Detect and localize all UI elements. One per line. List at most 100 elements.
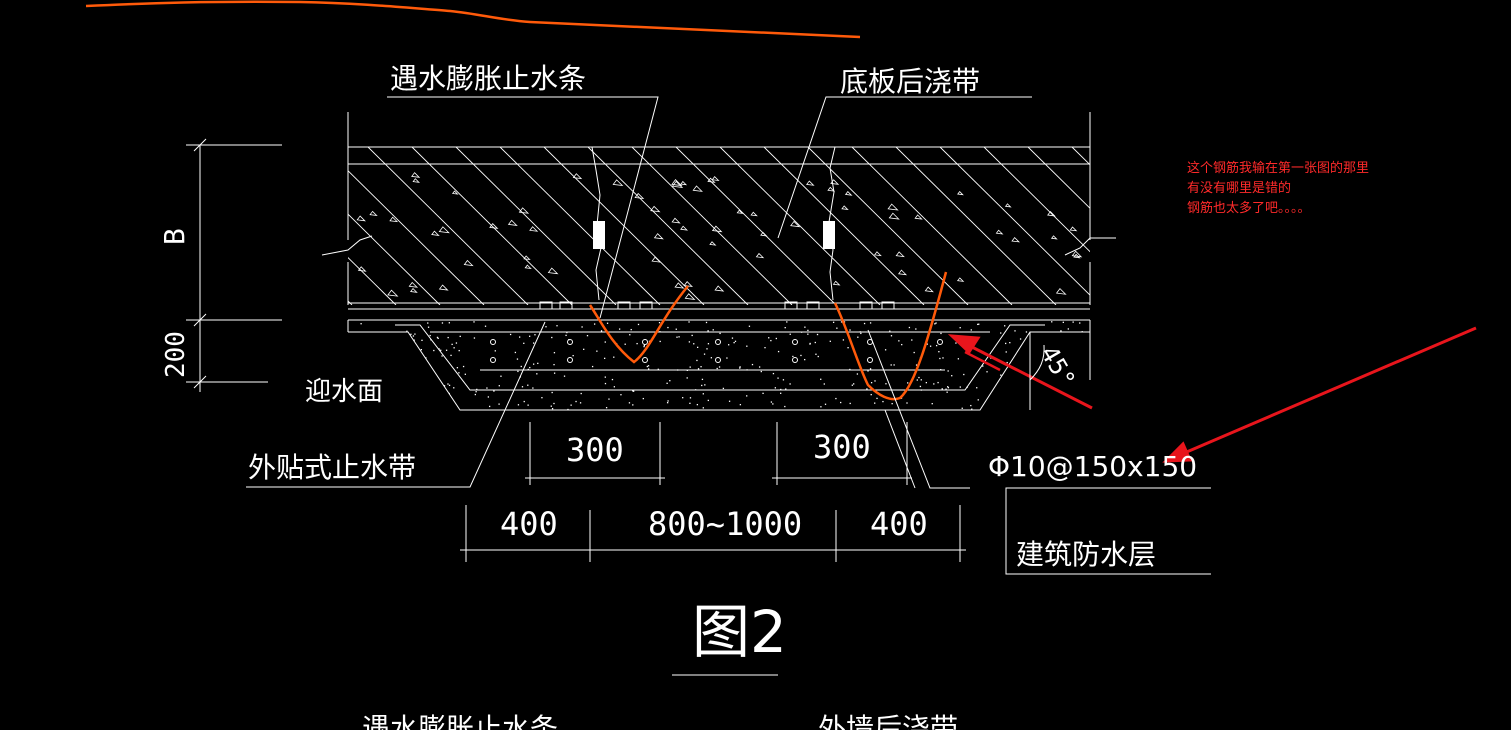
- speckle: [611, 378, 614, 381]
- speckle: [537, 362, 539, 365]
- speckle: [1067, 346, 1069, 348]
- speckle: [476, 388, 478, 391]
- speckle: [666, 382, 668, 384]
- label-floor-post-pour: 底板后浇带: [840, 65, 980, 98]
- dim-waterstop-right: 300: [813, 428, 871, 466]
- speckle: [701, 384, 703, 387]
- speckle: [551, 336, 553, 339]
- speckle: [780, 388, 782, 391]
- slab-section: [321, 112, 1116, 321]
- speckle: [772, 372, 775, 375]
- aggregate-mark: [806, 180, 815, 186]
- aggregate-mark: [714, 285, 725, 292]
- speckle: [608, 398, 610, 400]
- rebar-dot: [567, 357, 573, 363]
- speckle: [364, 348, 366, 350]
- speckle: [1004, 325, 1006, 327]
- hatch-line: [983, 147, 1090, 253]
- speckle: [1076, 362, 1079, 364]
- speckle: [1006, 361, 1008, 364]
- speckle: [820, 406, 822, 408]
- speckle: [509, 333, 512, 336]
- speckle: [963, 373, 965, 376]
- aggregate-mark: [671, 179, 683, 187]
- speckle: [856, 373, 859, 375]
- speckle: [712, 329, 714, 331]
- dim-cushion-200: 200: [161, 331, 191, 378]
- speckle: [676, 336, 678, 338]
- speckle: [809, 343, 811, 345]
- speckle: [718, 366, 721, 368]
- speckle: [1064, 399, 1066, 401]
- speckle: [706, 348, 708, 350]
- speckle: [620, 394, 622, 396]
- speckle: [853, 383, 855, 385]
- aggregate-mark: [790, 220, 801, 228]
- speckle: [1059, 397, 1061, 400]
- speckle: [815, 353, 817, 355]
- aggregate-mark: [914, 214, 923, 220]
- aggregate-mark: [438, 284, 449, 291]
- speckle: [417, 386, 419, 388]
- speckle: [942, 357, 944, 359]
- speckle: [657, 368, 659, 370]
- aggregate-mark: [844, 190, 853, 196]
- speckle: [704, 384, 706, 386]
- speckle: [860, 332, 862, 335]
- speckle: [593, 323, 596, 325]
- aggregate-mark: [692, 185, 703, 192]
- label-swell-strip: 遇水膨胀止水条: [390, 62, 586, 95]
- speckle: [926, 343, 928, 345]
- speckle: [425, 402, 427, 404]
- speckle: [760, 370, 762, 373]
- speckle: [874, 402, 876, 404]
- speckle: [870, 393, 872, 396]
- aggregate-mark: [1069, 226, 1078, 232]
- speckle: [885, 383, 887, 385]
- swell-strip-right: [823, 221, 835, 249]
- speckle: [551, 407, 554, 410]
- aggregate-mark: [389, 216, 399, 223]
- aggregate-mark: [523, 255, 531, 261]
- label-external-waterstop: 外贴式止水带: [248, 451, 416, 484]
- speckle: [840, 321, 843, 323]
- speckle: [455, 342, 458, 344]
- speckle: [1005, 351, 1007, 353]
- hatch-line: [807, 147, 969, 305]
- speckle: [832, 321, 835, 323]
- speckle: [556, 325, 558, 327]
- speckle: [350, 363, 352, 366]
- aggregate-mark: [924, 286, 934, 293]
- speckle: [517, 370, 519, 373]
- speckle: [629, 334, 631, 336]
- speckle: [1009, 371, 1012, 373]
- speckle: [688, 321, 690, 323]
- hatch-line: [939, 147, 1090, 296]
- dimension-lines: [186, 138, 1045, 676]
- speckle: [686, 369, 688, 371]
- speckle: [710, 357, 713, 359]
- speckle: [1007, 380, 1009, 382]
- speckle: [807, 329, 809, 332]
- speckle: [847, 347, 849, 349]
- speckle: [618, 328, 621, 330]
- hatch-line: [148, 147, 308, 305]
- speckle: [867, 370, 869, 372]
- speckle: [762, 392, 764, 395]
- speckle: [957, 358, 960, 360]
- speckle: [553, 402, 555, 405]
- speckle: [889, 330, 891, 332]
- speckle: [1014, 330, 1016, 332]
- aggregate-mark: [680, 180, 688, 186]
- speckle: [624, 343, 626, 345]
- speckle: [689, 366, 691, 368]
- speckle: [352, 407, 355, 409]
- speckle: [874, 380, 876, 382]
- aggregate-mark: [572, 173, 583, 180]
- speckle: [947, 387, 950, 389]
- speckle: [488, 405, 491, 408]
- speckle: [677, 369, 679, 371]
- speckle: [358, 350, 360, 353]
- speckle: [824, 403, 827, 405]
- speckle: [959, 386, 961, 388]
